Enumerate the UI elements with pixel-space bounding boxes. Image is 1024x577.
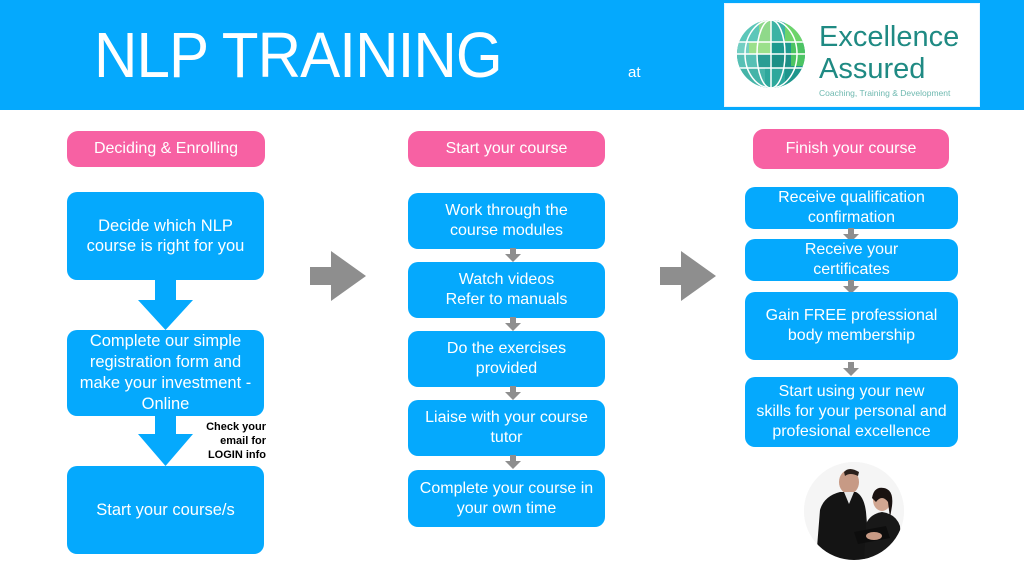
down-arrow-icon bbox=[843, 362, 859, 376]
step-watch-videos: Watch videos Refer to manuals bbox=[408, 262, 605, 318]
right-arrow-icon bbox=[310, 251, 366, 301]
down-arrow-icon bbox=[138, 280, 193, 330]
logo-brand-line2: Assured bbox=[819, 53, 926, 85]
step-start-using-skills: Start using your new skills for your per… bbox=[745, 377, 958, 447]
step-registration-form: Complete our simple registration form an… bbox=[67, 330, 264, 416]
step-decide-course: Decide which NLP course is right for you bbox=[67, 192, 264, 280]
step-professional-membership: Gain FREE professional body membership bbox=[745, 292, 958, 360]
globe-icon bbox=[737, 20, 805, 88]
step-course-modules: Work through the course modules bbox=[408, 193, 605, 249]
people-illustration-icon bbox=[804, 462, 904, 560]
at-label: at bbox=[628, 64, 641, 81]
step-liaise-tutor: Liaise with your course tutor bbox=[408, 400, 605, 456]
login-info-note: Check your email for LOGIN info bbox=[206, 421, 266, 461]
step-receive-certificates: Receive your certificates bbox=[745, 239, 958, 281]
step-start-courses: Start your course/s bbox=[67, 466, 264, 554]
down-arrow-icon bbox=[505, 455, 521, 469]
down-arrow-icon bbox=[138, 416, 193, 466]
business-people-photo bbox=[804, 462, 904, 560]
right-arrow-icon bbox=[660, 251, 716, 301]
down-arrow-icon bbox=[505, 248, 521, 262]
down-arrow-icon bbox=[843, 228, 859, 242]
step-qualification-confirmation: Receive qualification confirmation bbox=[745, 187, 958, 229]
down-arrow-icon bbox=[505, 317, 521, 331]
heading-start-course: Start your course bbox=[408, 131, 605, 167]
logo-tagline: Coaching, Training & Development bbox=[819, 88, 951, 98]
header-banner: NLP TRAINING at bbox=[0, 0, 1024, 110]
logo-brand-line1: Excellence bbox=[819, 21, 960, 53]
down-arrow-icon bbox=[505, 386, 521, 400]
step-complete-course: Complete your course in your own time bbox=[408, 470, 605, 527]
company-logo: Excellence Assured Coaching, Training & … bbox=[724, 3, 980, 107]
page-title: NLP TRAINING bbox=[94, 19, 503, 91]
heading-finish-course: Finish your course bbox=[753, 129, 949, 169]
step-exercises: Do the exercises provided bbox=[408, 331, 605, 387]
heading-deciding-enrolling: Deciding & Enrolling bbox=[67, 131, 265, 167]
down-arrow-icon bbox=[843, 280, 859, 294]
